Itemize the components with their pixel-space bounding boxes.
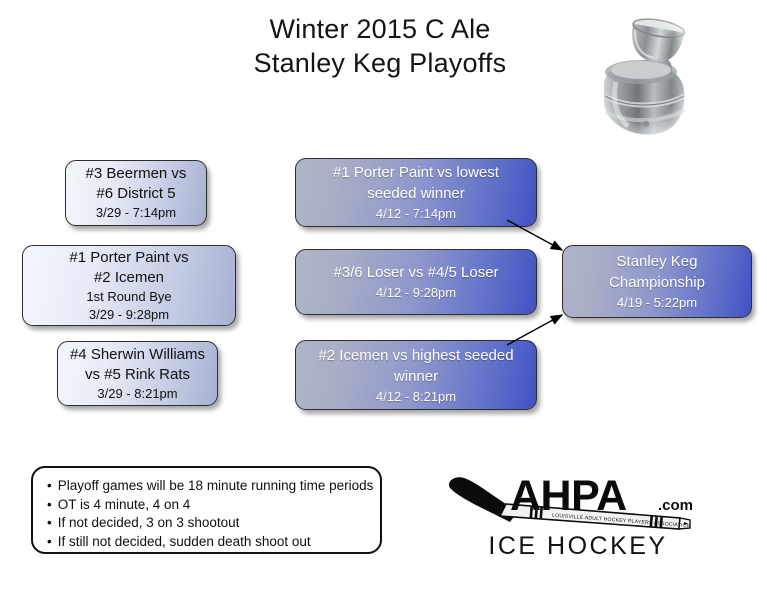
- game-line-2: vs #5 Rink Rats: [84, 365, 191, 383]
- rule-item: OT is 4 minute, 4 on 4: [47, 496, 366, 515]
- bracket-game-porterpaint-icemen-bye[interactable]: #1 Porter Paint vs #2 Icemen 1st Round B…: [22, 245, 236, 326]
- logo-wordmark: AHPA: [510, 472, 627, 520]
- game-line-2: winner: [393, 367, 439, 385]
- ahpa-logo-mark: LOUISVILLE ADULT HOCKEY PLAYERS ASSOCIAT…: [448, 472, 693, 530]
- game-line-2: seeded winner: [367, 185, 465, 202]
- game-line-2: Championship: [609, 274, 705, 291]
- page-title: Winter 2015 C Ale Stanley Keg Playoffs: [120, 12, 640, 80]
- bracket-game-semifinal-2[interactable]: #2 Icemen vs highest seeded winner 4/12 …: [295, 340, 537, 410]
- rule-item: If still not decided, sudden death shoot…: [47, 533, 366, 552]
- rule-item: If not decided, 3 on 3 shootout: [47, 514, 366, 533]
- game-datetime: 4/19 - 5:22pm: [616, 295, 698, 310]
- page-title-line-1: Winter 2015 C Ale: [269, 14, 491, 44]
- bracket-game-semifinal-1[interactable]: #1 Porter Paint vs lowest seeded winner …: [295, 158, 537, 227]
- bracket-game-consolation[interactable]: #3/6 Loser vs #4/5 Loser 4/12 - 9:28pm: [295, 249, 537, 315]
- page-title-line-2: Stanley Keg Playoffs: [253, 48, 507, 78]
- game-datetime: 4/12 - 8:21pm: [375, 388, 457, 404]
- game-datetime: 3/29 - 8:21pm: [97, 385, 178, 401]
- game-line-2: #6 District 5: [96, 185, 176, 202]
- bracket-game-sherwin-rinkrats[interactable]: #4 Sherwin Williams vs #5 Rink Rats 3/29…: [57, 341, 218, 406]
- game-line-1: #4 Sherwin Williams: [69, 345, 206, 363]
- playoff-rules-box: Playoff games will be 18 minute running …: [31, 466, 382, 554]
- logo-domain: .com: [658, 497, 693, 514]
- game-note: 1st Round Bye: [86, 288, 172, 304]
- game-line-1: #1 Porter Paint vs lowest: [333, 164, 499, 181]
- game-line-1: Stanley Keg: [616, 253, 698, 270]
- hockey-stick-blade-icon: [448, 477, 518, 522]
- stanley-keg-trophy-image: [586, 8, 698, 136]
- bracket-game-championship[interactable]: Stanley Keg Championship 4/19 - 5:22pm: [562, 245, 752, 318]
- game-line-1: #1 Porter Paint vs: [69, 248, 189, 266]
- game-line-1: #2 Icemen vs highest seeded: [318, 346, 514, 364]
- game-line-2: #2 Icemen: [93, 268, 165, 286]
- game-datetime: 4/12 - 7:14pm: [375, 206, 457, 221]
- logo-tagline: ICE HOCKEY: [488, 532, 668, 560]
- game-datetime: 4/12 - 9:28pm: [375, 285, 457, 300]
- ahpa-logo: LOUISVILLE ADULT HOCKEY PLAYERS ASSOCIAT…: [444, 470, 712, 565]
- bracket-game-beermen-district5[interactable]: #3 Beermen vs #6 District 5 3/29 - 7:14p…: [65, 160, 207, 226]
- game-line-1: #3/6 Loser vs #4/5 Loser: [333, 264, 499, 281]
- rule-item: Playoff games will be 18 minute running …: [47, 477, 374, 496]
- game-datetime: 3/29 - 9:28pm: [88, 306, 170, 322]
- game-line-1: #3 Beermen vs: [85, 165, 187, 182]
- game-datetime: 3/29 - 7:14pm: [95, 205, 177, 220]
